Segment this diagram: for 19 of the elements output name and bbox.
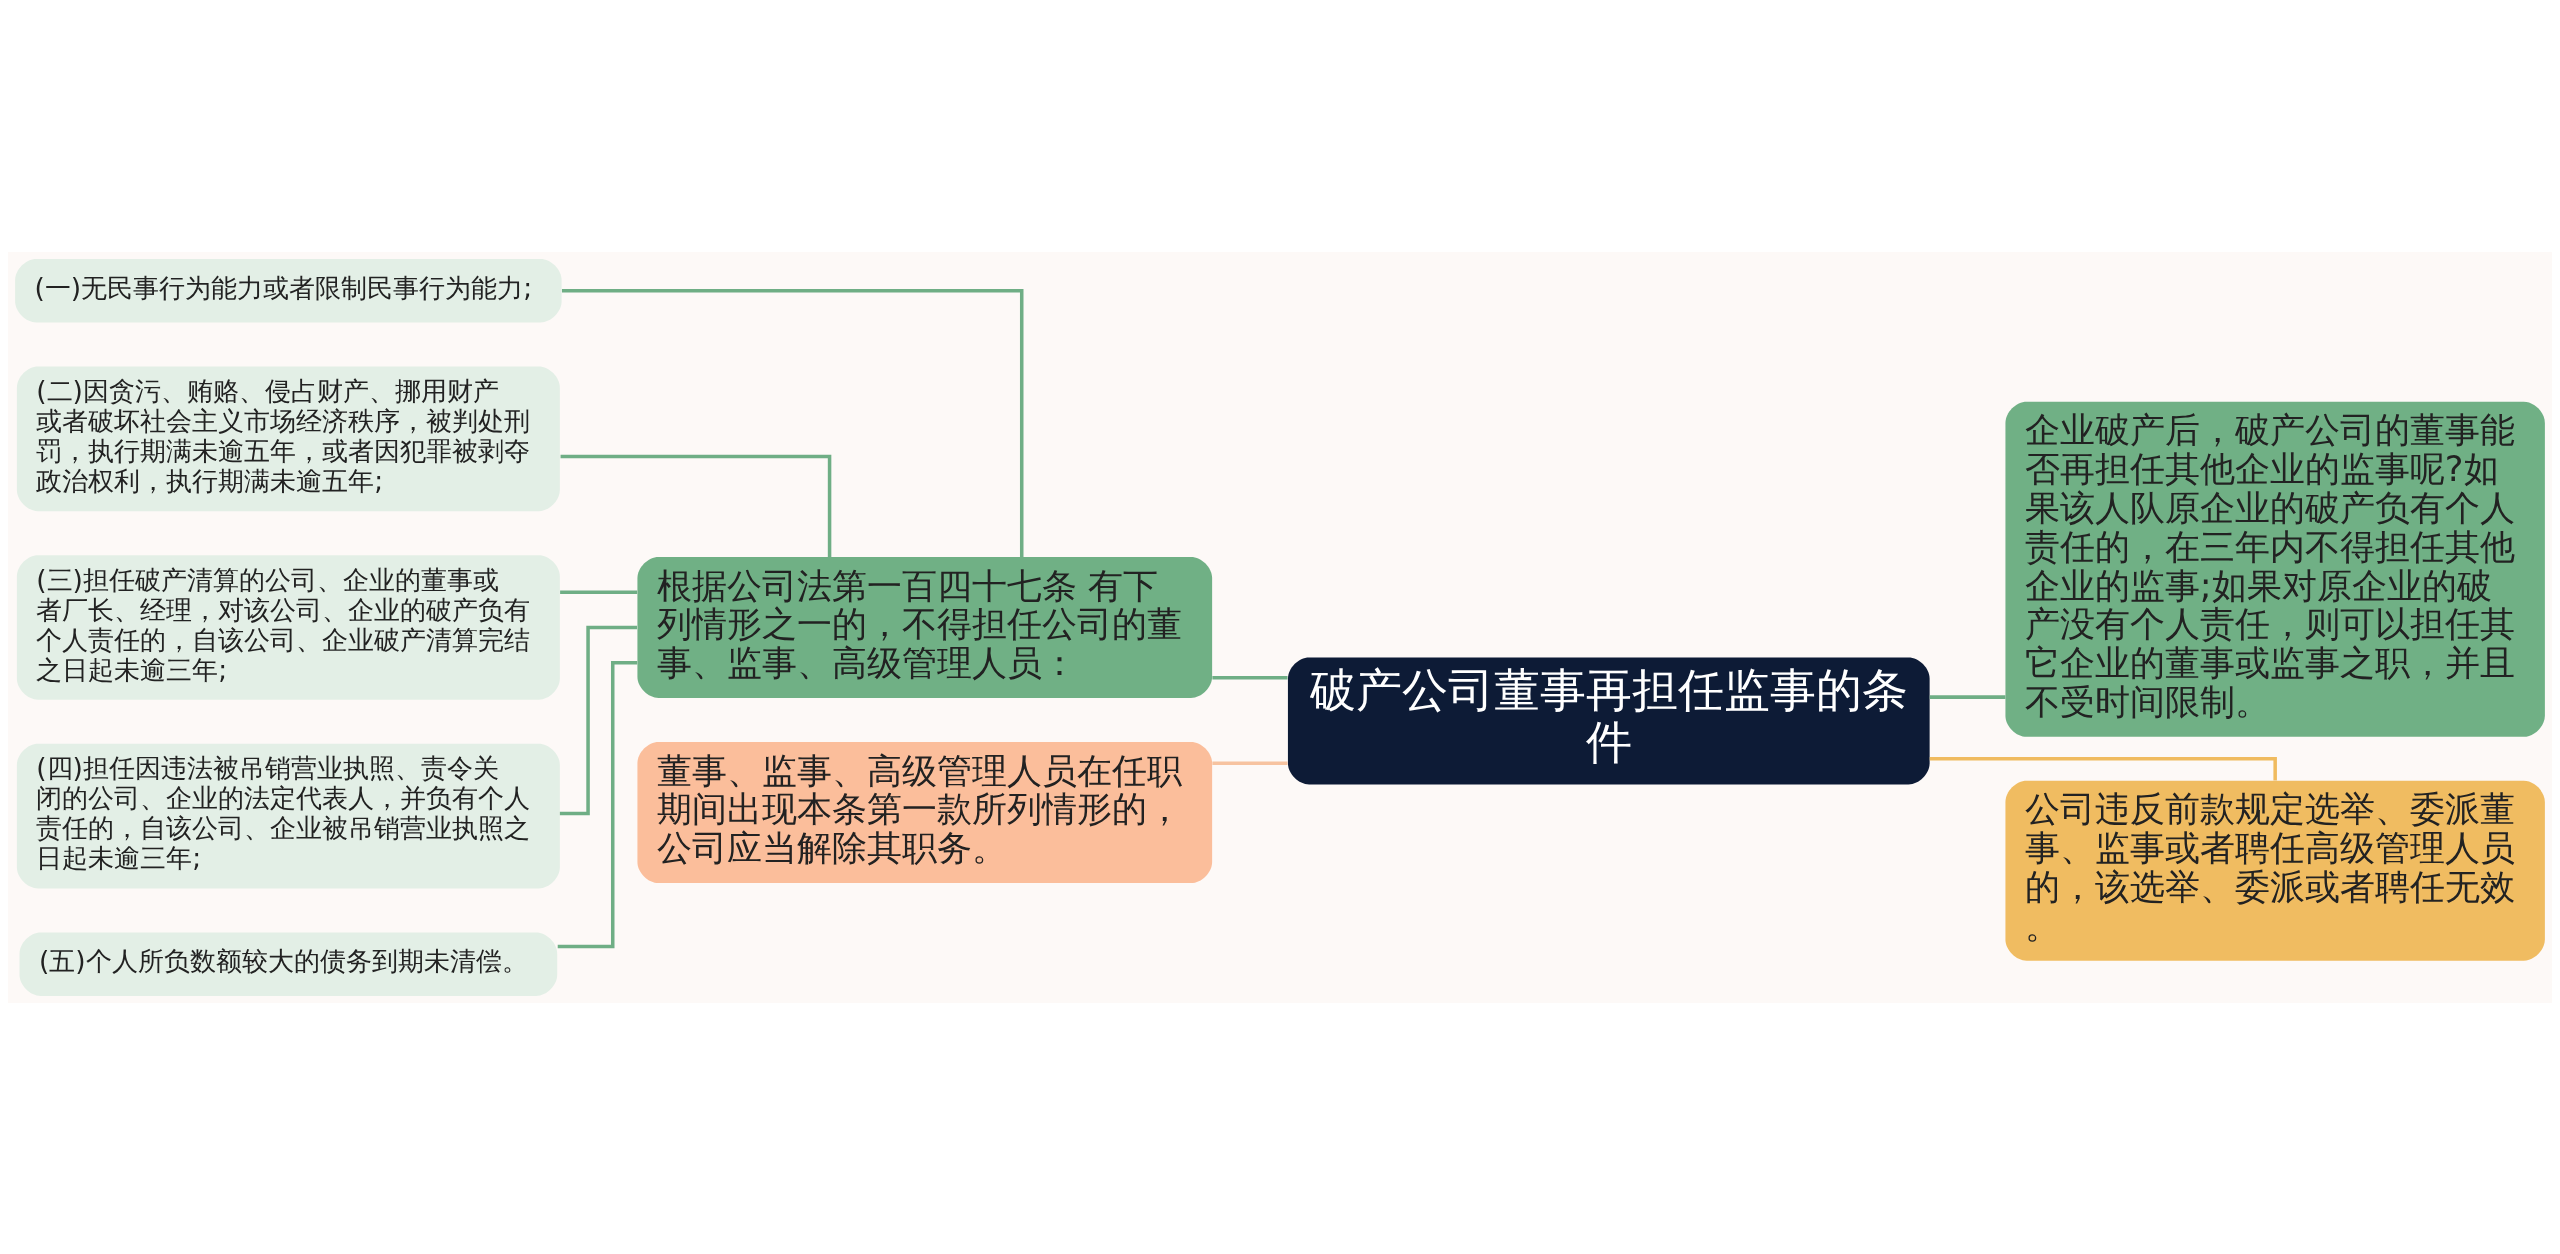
node-box: (一)无民事行为能力或者限制民事行为能力; <box>15 258 562 322</box>
connector <box>1212 760 1288 765</box>
node-box: (三)担任破产清算的公司、企业的董事或者厂长、经理，对该公司、企业的破产负有个人责任的，自该公司、企业破产清算完结之日起未逾三年; <box>16 554 560 700</box>
connector <box>561 288 1024 557</box>
node-box: (二)因贪污、贿赂、侵占财产、挪用财产或者破坏社会主义市场经济秩序，被判处刑罚，执行期满未逾五年，或者因犯罪被剥夺政治权利，执行期满未逾五年; <box>16 366 560 511</box>
node-box: (五)个人所负数额较大的债务到期未清偿。 <box>19 932 558 996</box>
connector <box>560 454 832 557</box>
node-box: (四)担任因违法被吊销营业执照、责令关闭的公司、企业的法定代表人，并负有个人责任的，自该公司、企业被吊销营业执照之日起未逾三年; <box>16 743 560 888</box>
connector <box>560 589 638 594</box>
node-box: 根据公司法第一百四十七条 有下列情形之一的，不得担任公司的董事、监事、高级管理人员： <box>637 556 1213 698</box>
node-box: 董事、监事、高级管理人员在任职期间出现本条第一款所列情形的，公司应当解除其职务。 <box>637 741 1213 883</box>
connector <box>557 660 638 948</box>
connector <box>1929 694 2006 699</box>
node-box: 企业破产后，破产公司的董事能否再担任其他企业的监事呢?如果该人队原企业的破产负有个人责任的，在三年内不得担任其他企业的监事;如果对原企业的破产没有个人责任，则可以担任其它企业的董事或监事之职，并且不受时间限制。 <box>2005 401 2545 737</box>
connector <box>1929 756 2277 780</box>
node-box: 破产公司董事再担任监事的条件 <box>1287 656 1930 784</box>
connector <box>1212 675 1288 679</box>
node-box: 公司违反前款规定选举、委派董事、监事或者聘任高级管理人员的，该选举、委派或者聘任无效。 <box>2005 780 2545 961</box>
connector <box>559 625 637 815</box>
